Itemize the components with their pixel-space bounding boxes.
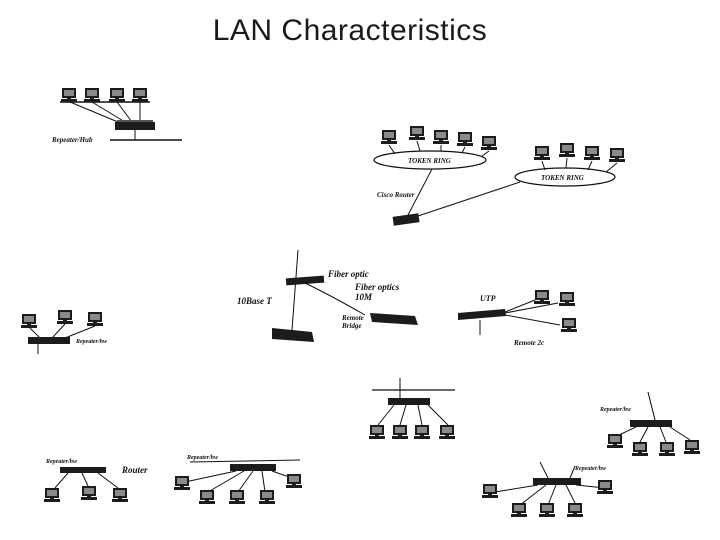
- label-remote-2c: Remote 2c: [513, 339, 544, 347]
- computer-icon: [259, 490, 275, 504]
- label-cisco-router: Cisco Router: [377, 191, 415, 199]
- label-repeater-hw-mid: Repeater/hw: [186, 455, 219, 461]
- label-repeater-hw-bottom: Repeater/hw: [45, 459, 78, 465]
- computer-icon: [607, 434, 623, 448]
- computer-icon: [132, 88, 148, 102]
- computer-icon: [392, 425, 408, 439]
- computer-icon: [567, 503, 583, 517]
- computer-icon: [433, 130, 449, 144]
- label-remote: Remote: [341, 314, 364, 322]
- label-repeater-hw-right-bottom: Repeater/hw: [574, 466, 607, 472]
- computer-icon: [439, 425, 455, 439]
- label-10base-t: 10Base T: [237, 296, 272, 306]
- group-repeater-right-bottom: Repeater/hw: [482, 461, 613, 517]
- computer-icon: [659, 442, 675, 456]
- label-repeater-hub: Repeater/Hub: [51, 136, 93, 144]
- computer-icon: [561, 318, 577, 332]
- label-10m: 10M: [355, 292, 373, 302]
- group-router: Repeater/hw Router: [44, 459, 148, 502]
- label-fiber-optics: Fiber optics: [354, 282, 400, 292]
- group-repeater-left: Repeater/hw: [21, 310, 108, 354]
- hub-icon: [28, 337, 70, 344]
- label-fiber-optic: Fiber optic: [327, 269, 369, 279]
- label-token-ring-1: TOKEN RING: [408, 157, 451, 165]
- group-fiber: Fiber optic Fiber optics 10M Remote Brid…: [237, 249, 418, 342]
- hub-icon: [533, 478, 581, 485]
- label-token-ring-2: TOKEN RING: [541, 174, 584, 182]
- computer-icon: [286, 474, 302, 488]
- token-ring-1: [373, 150, 487, 170]
- computer-icon: [381, 130, 397, 144]
- hub-icon: [388, 398, 430, 405]
- computer-icon: [684, 440, 700, 454]
- computer-icon: [21, 314, 37, 328]
- computer-icon: [482, 484, 498, 498]
- group-repeater-bottom-mid: Repeater/hw: [174, 455, 302, 504]
- computer-icon: [559, 143, 575, 157]
- computer-icon: [199, 490, 215, 504]
- computer-icon: [584, 146, 600, 160]
- computer-icon: [609, 148, 625, 162]
- computer-icon: [174, 476, 190, 490]
- group-utp: UTP Remote 2c: [458, 290, 577, 347]
- label-repeater-hw-right-top: Repeater/hw: [599, 407, 632, 413]
- computer-icon: [61, 88, 77, 102]
- computer-icon: [559, 292, 575, 306]
- label-repeater-hw: Repeater/hw: [75, 339, 108, 345]
- hub-icon: [458, 309, 506, 320]
- label-router: Router: [121, 465, 148, 475]
- computer-icon: [369, 425, 385, 439]
- computer-icon: [539, 503, 555, 517]
- computer-icon: [632, 442, 648, 456]
- hub-icon: [272, 328, 314, 342]
- computer-icon: [112, 488, 128, 502]
- computer-icon: [597, 480, 613, 494]
- router-icon: [392, 213, 420, 226]
- token-ring-2: [514, 167, 616, 187]
- hub-icon: [230, 464, 276, 471]
- group-repeater-right-top: Repeater/hw: [599, 391, 700, 456]
- computer-icon: [81, 486, 97, 500]
- computer-icon: [409, 126, 425, 140]
- computer-icon: [481, 136, 497, 150]
- hub-icon: [60, 467, 106, 473]
- computer-icon: [109, 88, 125, 102]
- group-backbone: [369, 378, 455, 439]
- hub-icon: [285, 275, 325, 286]
- computer-icon: [534, 290, 550, 304]
- hub-icon: [115, 120, 155, 130]
- computer-icon: [414, 425, 430, 439]
- bridge-icon: [370, 313, 418, 325]
- computer-icon: [57, 310, 73, 324]
- computer-icon: [457, 132, 473, 146]
- computer-icon: [87, 312, 103, 326]
- page-title: LAN Characteristics: [212, 14, 488, 47]
- computer-icon: [511, 503, 527, 517]
- hub-icon: [630, 420, 672, 427]
- group-token-ring: TOKEN RING TOKEN RING Cisco Router: [373, 126, 625, 226]
- computer-icon: [229, 490, 245, 504]
- label-utp: UTP: [480, 294, 496, 303]
- computer-icon: [84, 88, 100, 102]
- computer-icon: [534, 146, 550, 160]
- computer-icon: [44, 488, 60, 502]
- label-bridge: Bridge: [341, 322, 361, 330]
- group-repeater-hub: Repeater/Hub: [51, 88, 182, 144]
